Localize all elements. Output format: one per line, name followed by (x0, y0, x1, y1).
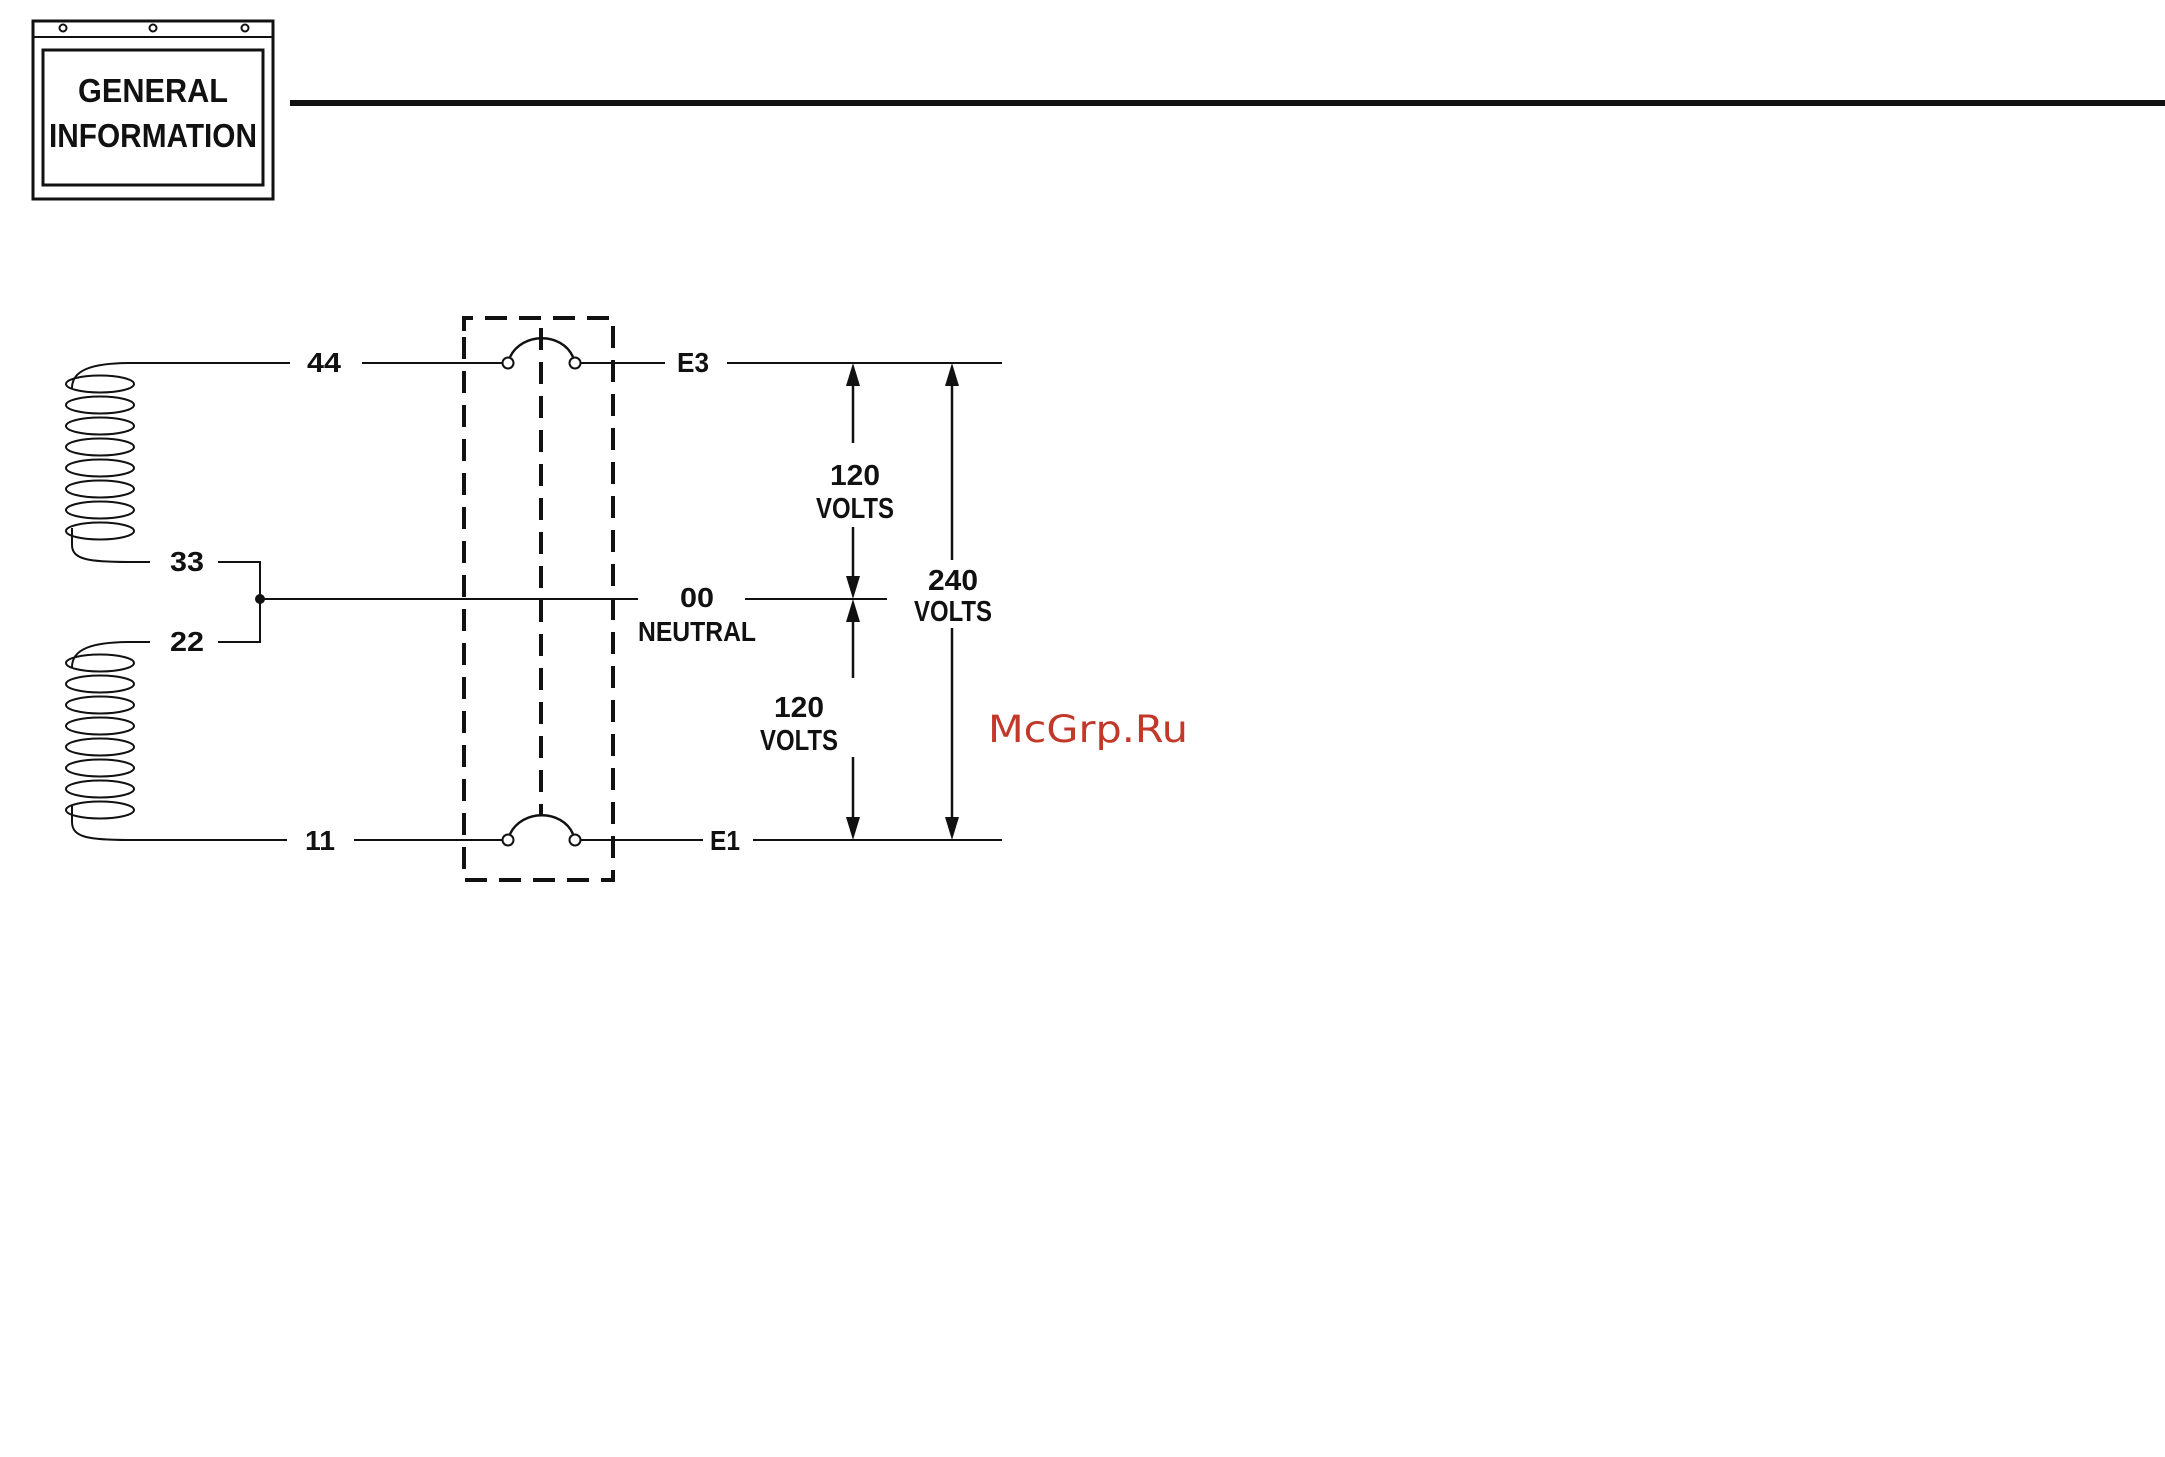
watermark-text: McGrp.Ru (988, 708, 1188, 751)
neutral-label: NEUTRAL (638, 616, 756, 647)
contact-terminal-icon (570, 835, 581, 846)
neutral-number-label: 00 (680, 582, 714, 613)
diagram-labels: 44 33 22 11 E3 E1 00 NEUTRAL 120 VOLTS 1… (170, 347, 992, 856)
lower-voltage-unit: VOLTS (760, 725, 838, 757)
general-information-badge: GENERAL INFORMATION (33, 21, 273, 199)
arrowhead-down-icon (846, 817, 860, 840)
contact-terminal-icon (503, 835, 514, 846)
lower-voltage-value: 120 (774, 692, 824, 724)
arrowhead-up-icon (846, 363, 860, 386)
lead-44-label: 44 (307, 347, 341, 378)
arrowhead-up-icon (945, 363, 959, 386)
upper-winding-coil (66, 363, 134, 562)
terminal-e1-label: E1 (710, 825, 740, 856)
mount-hole-icon (242, 25, 249, 32)
badge-title-line1: GENERAL (78, 72, 228, 109)
terminal-e3-label: E3 (677, 347, 709, 378)
contact-terminal-icon (570, 358, 581, 369)
lower-breaker-contact (503, 815, 581, 845)
lead-11-label: 11 (305, 825, 335, 856)
wiring-diagram (66, 318, 1002, 880)
upper-voltage-unit: VOLTS (816, 493, 894, 525)
upper-voltage-value: 120 (830, 460, 880, 492)
mount-hole-icon (150, 25, 157, 32)
lower-winding-coil (66, 642, 134, 840)
arrowhead-up-icon (846, 599, 860, 622)
mount-hole-icon (60, 25, 67, 32)
arrowhead-down-icon (945, 817, 959, 840)
total-voltage-value: 240 (928, 565, 978, 597)
contact-terminal-icon (503, 358, 514, 369)
total-voltage-unit: VOLTS (914, 596, 992, 628)
lead-33-label: 33 (170, 546, 204, 577)
lead-22-label: 22 (170, 626, 204, 657)
leads-33-22-junction (131, 562, 887, 642)
badge-title-line2: INFORMATION (49, 117, 257, 154)
arrowhead-down-icon (846, 576, 860, 599)
